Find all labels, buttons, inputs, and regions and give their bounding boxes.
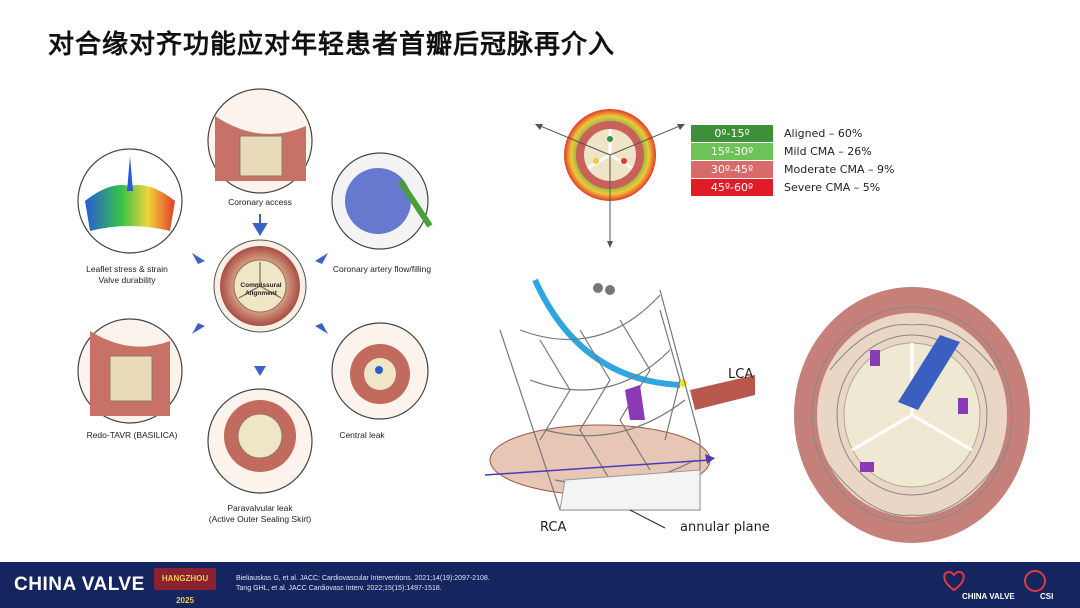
csi-logo-icon [1024, 570, 1046, 592]
valve-top-view-illustration [794, 287, 1030, 543]
footer-bar: CHINA VALVE HANGZHOU 2025 Bieliauskas G,… [0, 562, 1080, 608]
legend-range: 0º-15º [690, 124, 774, 143]
legend-range: 30º-45º [690, 160, 774, 179]
footer-brand: CHINA VALVE [14, 574, 145, 595]
reference-1: Bieliauskas G, et al. JACC: Cardiovascul… [236, 575, 490, 582]
bottom-left-valve-image [77, 318, 183, 424]
legend-range: 45º-60º [690, 178, 774, 197]
slide-title: 对合缘对齐功能应对年轻患者首瓣后冠脉再介入 [48, 30, 616, 60]
center-valve-image [213, 239, 307, 333]
caption-paravalvular-leak: Paravalvular leak (Active Outer Sealing … [208, 503, 312, 524]
tavr-stent-illustration [484, 278, 755, 529]
top-valve-image [207, 88, 313, 194]
legend-label: Mild CMA – 26% [784, 145, 872, 158]
diagram-arrows [192, 214, 328, 376]
reference-2: Tang GHL, et al. JACC Cardiovasc Interv.… [236, 585, 442, 592]
bottom-right-valve-image [331, 322, 429, 420]
commissural-alignment-diagram [77, 88, 433, 494]
legend-row: 15º-30º Mild CMA – 26% [690, 142, 901, 161]
event-badge: HANGZHOU 2025 [154, 568, 216, 605]
caption-coronary-access: Coronary access [228, 197, 292, 207]
china-valve-heart-icon [943, 570, 965, 592]
caption-redo-tavr: Redo-TAVR (BASILICA) [86, 430, 178, 440]
cma-legend-table: 0º-15º Aligned – 60% 15º-30º Mild CMA – … [690, 124, 901, 197]
logo-right-label: CHINA VALVE [962, 592, 1015, 601]
legend-label: Severe CMA – 5% [784, 181, 881, 194]
caption-leaflet-stress: Leaflet stress & strain Valve durability [86, 264, 168, 285]
csi-label: CSI [1040, 592, 1054, 601]
label-annular-plane: annular plane [680, 520, 770, 535]
legend-label: Aligned – 60% [784, 127, 863, 140]
label-rca: RCA [540, 520, 567, 535]
legend-row: 0º-15º Aligned – 60% [690, 124, 901, 143]
cma-ring-diagram [535, 109, 685, 248]
legend-range: 15º-30º [690, 142, 774, 161]
caption-coronary-flow: Coronary artery flow/filling [332, 264, 432, 274]
caption-central-leak: Central leak [339, 430, 385, 440]
center-label: Commissural Alignment [240, 282, 282, 297]
top-right-valve-image [331, 152, 433, 250]
legend-row: 30º-45º Moderate CMA – 9% [690, 160, 901, 179]
bottom-valve-image [207, 388, 313, 494]
legend-row: 45º-60º Severe CMA – 5% [690, 178, 901, 197]
legend-label: Moderate CMA – 9% [784, 163, 895, 176]
top-left-heatmap-image [77, 148, 183, 254]
label-lca: LCA [728, 367, 754, 382]
